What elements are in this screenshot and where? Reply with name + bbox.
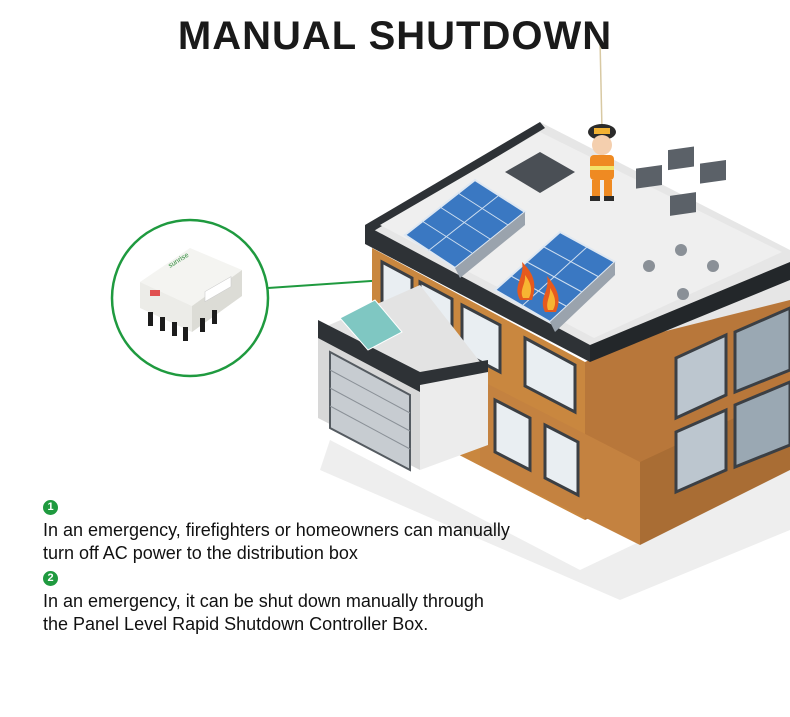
garage-side	[420, 372, 488, 470]
shutdown-device-callout: sunrise	[110, 218, 270, 378]
roof-hatch	[505, 152, 575, 193]
garage-door	[329, 350, 411, 472]
device-top	[140, 248, 242, 306]
roof-rim	[365, 122, 545, 232]
windows-right	[674, 306, 790, 495]
note-text: In an emergency, it can be shut down man…	[43, 591, 484, 634]
ac-units	[636, 146, 726, 300]
page-title: MANUAL SHUTDOWN	[177, 14, 613, 58]
notes-list: 1 In an emergency, firefighters or homeo…	[43, 500, 513, 642]
windows-lower	[493, 397, 580, 498]
note-item: 2 In an emergency, it can be shut down m…	[43, 571, 513, 636]
building	[318, 122, 790, 545]
solar-panel-left	[403, 178, 527, 278]
awning	[339, 299, 403, 351]
note-item: 1 In an emergency, firefighters or homeo…	[43, 500, 513, 565]
garage-top	[318, 285, 488, 385]
number-badge: 2	[43, 571, 58, 586]
firefighter-figure	[588, 39, 616, 201]
roof-rim-front	[365, 225, 590, 362]
note-text: In an emergency, firefighters or homeown…	[43, 520, 510, 563]
number-badge: 1	[43, 500, 58, 515]
connector-line	[267, 279, 386, 289]
device-label	[150, 290, 160, 296]
ground-shadow	[320, 440, 790, 600]
fire-icon	[517, 262, 559, 312]
garage-rim	[318, 320, 488, 392]
roof-rim-right	[590, 262, 790, 362]
